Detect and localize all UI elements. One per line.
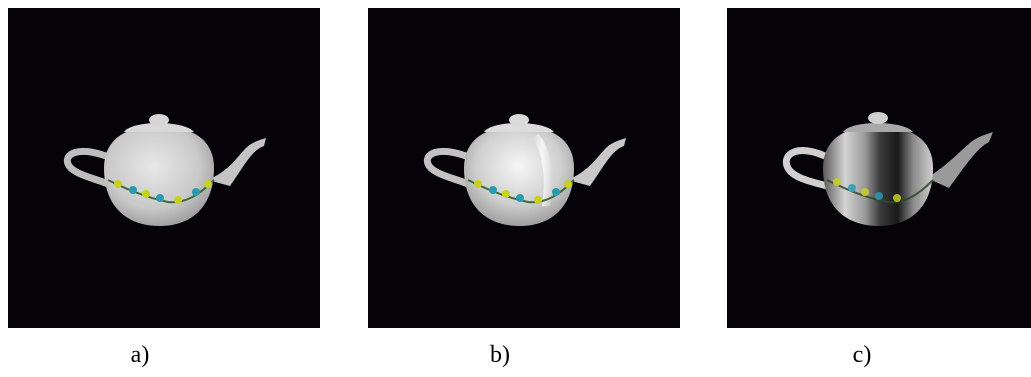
teapot-a — [63, 114, 266, 226]
caption-a: a) — [130, 342, 150, 368]
teapot-c — [782, 112, 993, 226]
teapot-image-c — [727, 8, 1031, 328]
teapot-image-a — [8, 8, 320, 328]
teapot-b — [423, 114, 626, 226]
caption-b: b) — [490, 342, 510, 368]
teapot-image-b — [368, 8, 680, 328]
caption-c: c) — [852, 342, 872, 368]
